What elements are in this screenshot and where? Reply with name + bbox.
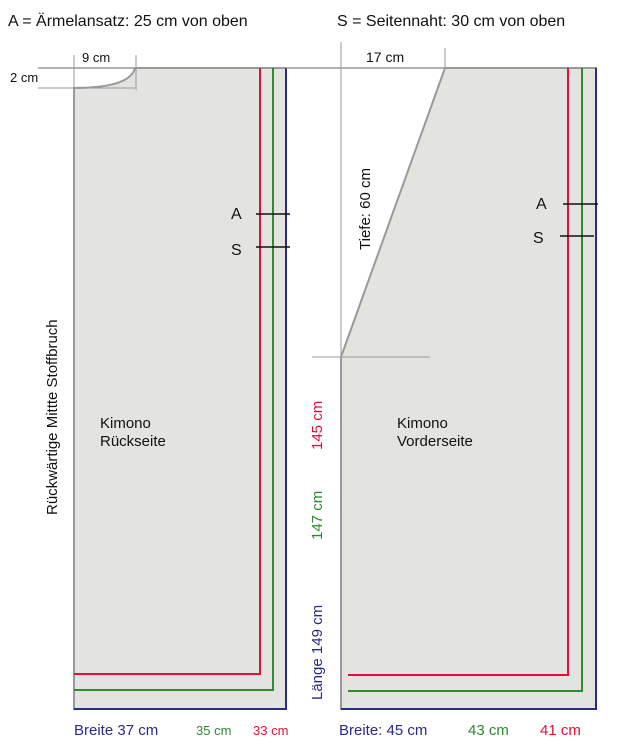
back-title-line1: Kimono	[100, 415, 151, 432]
back-width-green: 35 cm	[196, 723, 231, 738]
back-width-red: 33 cm	[253, 723, 288, 738]
front-marker-s: S	[533, 230, 544, 247]
front-title-line2: Vorderseite	[397, 433, 473, 450]
length-blue: Länge 149 cm	[309, 605, 326, 700]
front-piece: A S 17 cm Tiefe: 60 cm Kimono Vorderseit…	[286, 42, 598, 710]
length-red: 145 cm	[309, 401, 326, 450]
back-panel	[73, 67, 287, 710]
front-width-red: 41 cm	[540, 722, 581, 739]
back-marker-a: A	[231, 206, 242, 223]
front-size-line-blue	[341, 68, 597, 710]
back-neck-depth: 2 cm	[10, 70, 38, 85]
front-size-line-green	[348, 68, 583, 692]
back-marker-s: S	[231, 242, 242, 259]
back-size-line-red	[74, 68, 261, 675]
front-marker-a: A	[536, 196, 547, 213]
length-green: 147 cm	[309, 491, 326, 540]
side-note: S = Seitennaht: 30 cm von oben	[337, 13, 565, 30]
front-neck-width: 17 cm	[366, 49, 404, 65]
back-size-line-green	[74, 68, 274, 691]
front-title-line1: Kimono	[397, 415, 448, 432]
back-neck-width: 9 cm	[82, 50, 110, 65]
front-width-green: 43 cm	[468, 722, 509, 739]
front-size-line-red	[348, 68, 569, 676]
front-panel	[340, 67, 597, 710]
back-piece: A S 9 cm 2 cm Kimono Rückseite Rückwärti…	[10, 50, 290, 710]
back-fold-label: Rückwärtige Mittte Stoffbruch	[44, 319, 61, 515]
sleeve-note: A = Ärmelansatz: 25 cm von oben	[8, 12, 248, 30]
front-depth-label: Tiefe: 60 cm	[357, 168, 374, 250]
back-width-blue: Breite 37 cm	[74, 722, 158, 739]
back-title-line2: Rückseite	[100, 433, 166, 450]
front-width-blue: Breite: 45 cm	[339, 722, 427, 739]
back-size-line-blue	[74, 68, 287, 710]
